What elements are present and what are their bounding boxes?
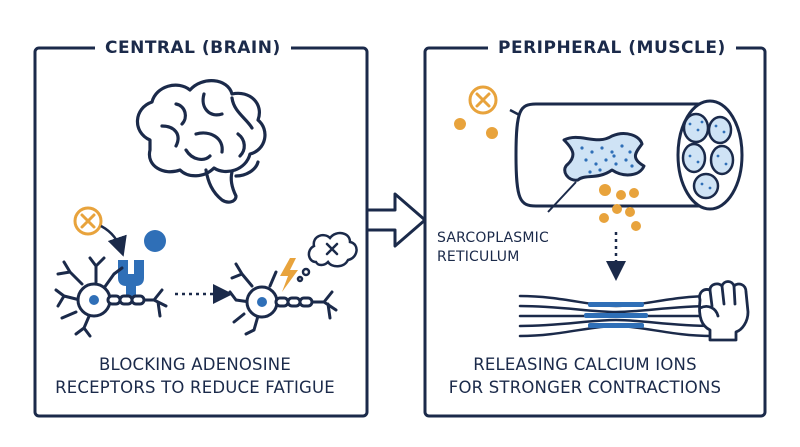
neuron-icon (54, 256, 168, 338)
left-panel-title: CENTRAL (BRAIN) (95, 36, 291, 60)
block-arrow (100, 224, 127, 257)
adenosine-molecule-icon (144, 230, 166, 252)
right-panel-title: PERIPHERAL (MUSCLE) (488, 36, 736, 60)
blocked-molecule-icon (73, 206, 103, 236)
callout-line-2: RETICULUM (437, 249, 520, 265)
muscle-fiber-icon (514, 99, 744, 211)
left-panel-caption: BLOCKING ADENOSINE RECEPTORS TO REDUCE F… (25, 353, 365, 399)
connector-arrow-icon (365, 192, 427, 248)
blocked-molecule-icon (468, 85, 498, 115)
callout-leader (547, 181, 577, 213)
reticulum-dots (580, 120, 728, 190)
adenosine-receptor-icon (118, 260, 144, 300)
brain-icon (135, 79, 267, 204)
callout-line-1: SARCOPLASMIC (437, 230, 549, 246)
neuron-icon (228, 262, 338, 336)
right-caption-line-2: FOR STRONGER CONTRACTIONS (448, 378, 722, 397)
myofibril-bands (584, 302, 648, 328)
right-panel-caption: RELEASING CALCIUM IONS FOR STRONGER CONT… (415, 353, 755, 399)
reticulum-callout: SARCOPLASMIC RETICULUM (437, 229, 549, 267)
fist-icon (698, 280, 750, 342)
thought-cloud-icon (296, 231, 358, 283)
right-caption-line-1: RELEASING CALCIUM IONS (473, 355, 697, 374)
calcium-ion-icon (599, 184, 641, 231)
left-caption-line-1: BLOCKING ADENOSINE (99, 355, 291, 374)
left-caption-line-2: RECEPTORS TO REDUCE FATIGUE (55, 378, 335, 397)
lightning-icon (280, 258, 298, 292)
